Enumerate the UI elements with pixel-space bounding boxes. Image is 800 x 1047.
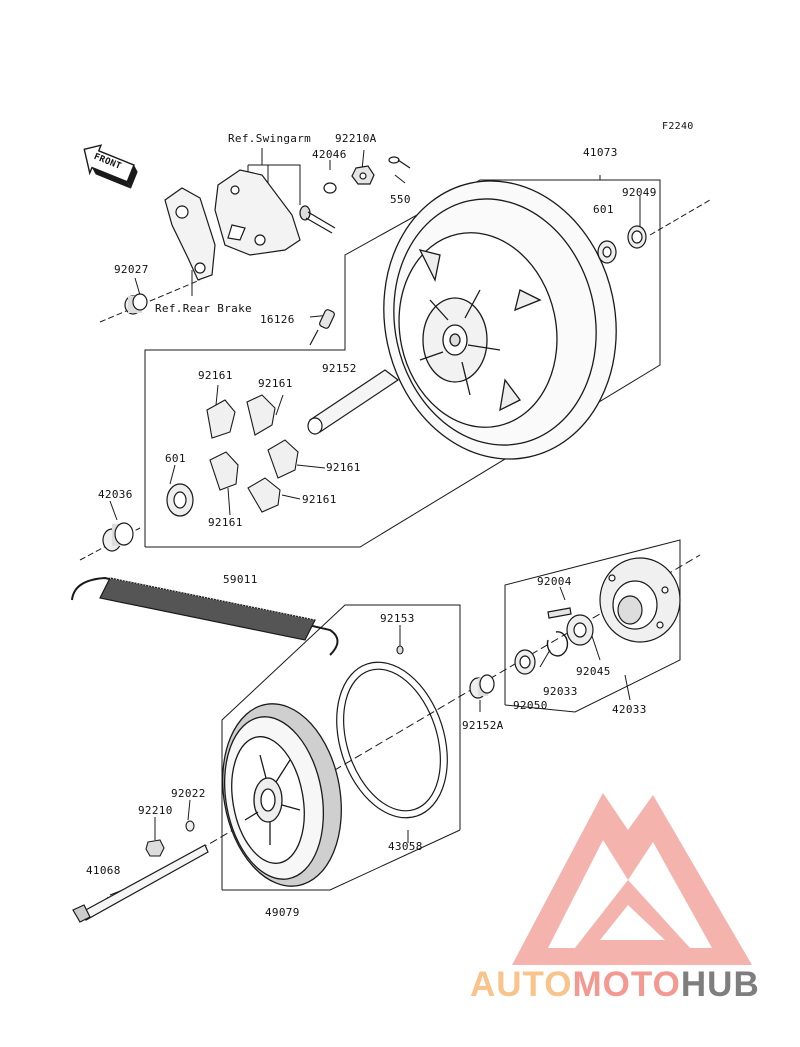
collar-92027 <box>124 293 148 315</box>
label-92004: 92004 <box>537 575 572 588</box>
label-92161-e: 92161 <box>208 516 243 529</box>
watermark-part-moto: MOTO <box>572 965 681 1004</box>
label-92027: 92027 <box>114 263 149 276</box>
bearing-601-left <box>166 483 194 517</box>
circlip-92033 <box>546 631 569 657</box>
cotter-pin-550 <box>388 156 411 169</box>
label-92022: 92022 <box>171 787 206 800</box>
watermark-part-hub: HUB <box>680 965 760 1004</box>
watermark-logo <box>512 793 752 965</box>
valve-16126 <box>309 309 335 346</box>
gasket-43058 <box>336 661 448 819</box>
hub-flange <box>599 557 681 643</box>
pulley-49079 <box>222 703 342 887</box>
damper-92161-group <box>206 394 299 513</box>
collar-42036 <box>102 522 134 552</box>
label-42033: 42033 <box>612 703 647 716</box>
rear-wheel-41073 <box>383 180 617 460</box>
label-92045: 92045 <box>576 665 611 678</box>
diagram-code: F2240 <box>662 121 694 132</box>
label-42046: 42046 <box>312 148 347 161</box>
label-ref-swingarm: Ref.Swingarm <box>228 132 312 145</box>
label-42036: 42036 <box>98 488 133 501</box>
rear-brake-bracket <box>164 187 216 281</box>
label-92049: 92049 <box>622 186 657 199</box>
bearing-92045 <box>566 614 594 646</box>
label-92050: 92050 <box>513 699 548 712</box>
label-41068: 41068 <box>86 864 121 877</box>
label-92161-a: 92161 <box>198 369 233 382</box>
label-601-left: 601 <box>165 452 186 465</box>
label-92152: 92152 <box>322 362 357 375</box>
collar-92152a <box>469 674 495 699</box>
label-92153: 92153 <box>380 612 415 625</box>
label-601-right: 601 <box>593 203 614 216</box>
seal-92049 <box>627 225 647 249</box>
label-92210: 92210 <box>138 804 173 817</box>
bearing-601-right <box>597 240 617 264</box>
axle-41068 <box>72 844 209 923</box>
label-16126: 16126 <box>260 313 295 326</box>
nut-92210a <box>351 165 375 185</box>
watermark-text: AUTOMOTOHUB <box>470 965 800 1005</box>
label-550: 550 <box>390 193 411 206</box>
label-59011: 59011 <box>223 573 258 586</box>
label-41073: 41073 <box>583 146 618 159</box>
swingarm-plate <box>214 169 301 256</box>
label-92152a: 92152A <box>462 719 504 732</box>
label-92161-c: 92161 <box>326 461 361 474</box>
label-ref-rear-brake: Ref.Rear Brake <box>155 302 252 315</box>
spacer-92152 <box>307 369 400 435</box>
label-43058: 43058 <box>388 840 423 853</box>
nut-92210 <box>145 839 165 857</box>
bolt-42046 <box>299 182 337 234</box>
washer-92022 <box>185 820 195 832</box>
bolt-92153 <box>396 645 404 655</box>
stud-92004 <box>547 607 572 619</box>
label-49079: 49079 <box>265 906 300 919</box>
front-direction-arrow <box>83 144 138 189</box>
drive-belt-59011 <box>71 576 339 656</box>
label-92161-d: 92161 <box>302 493 337 506</box>
label-92161-b: 92161 <box>258 377 293 390</box>
label-92210a: 92210A <box>335 132 377 145</box>
label-92033: 92033 <box>543 685 578 698</box>
watermark-part-auto: AUTO <box>470 965 573 1004</box>
seal-92050 <box>514 649 536 675</box>
